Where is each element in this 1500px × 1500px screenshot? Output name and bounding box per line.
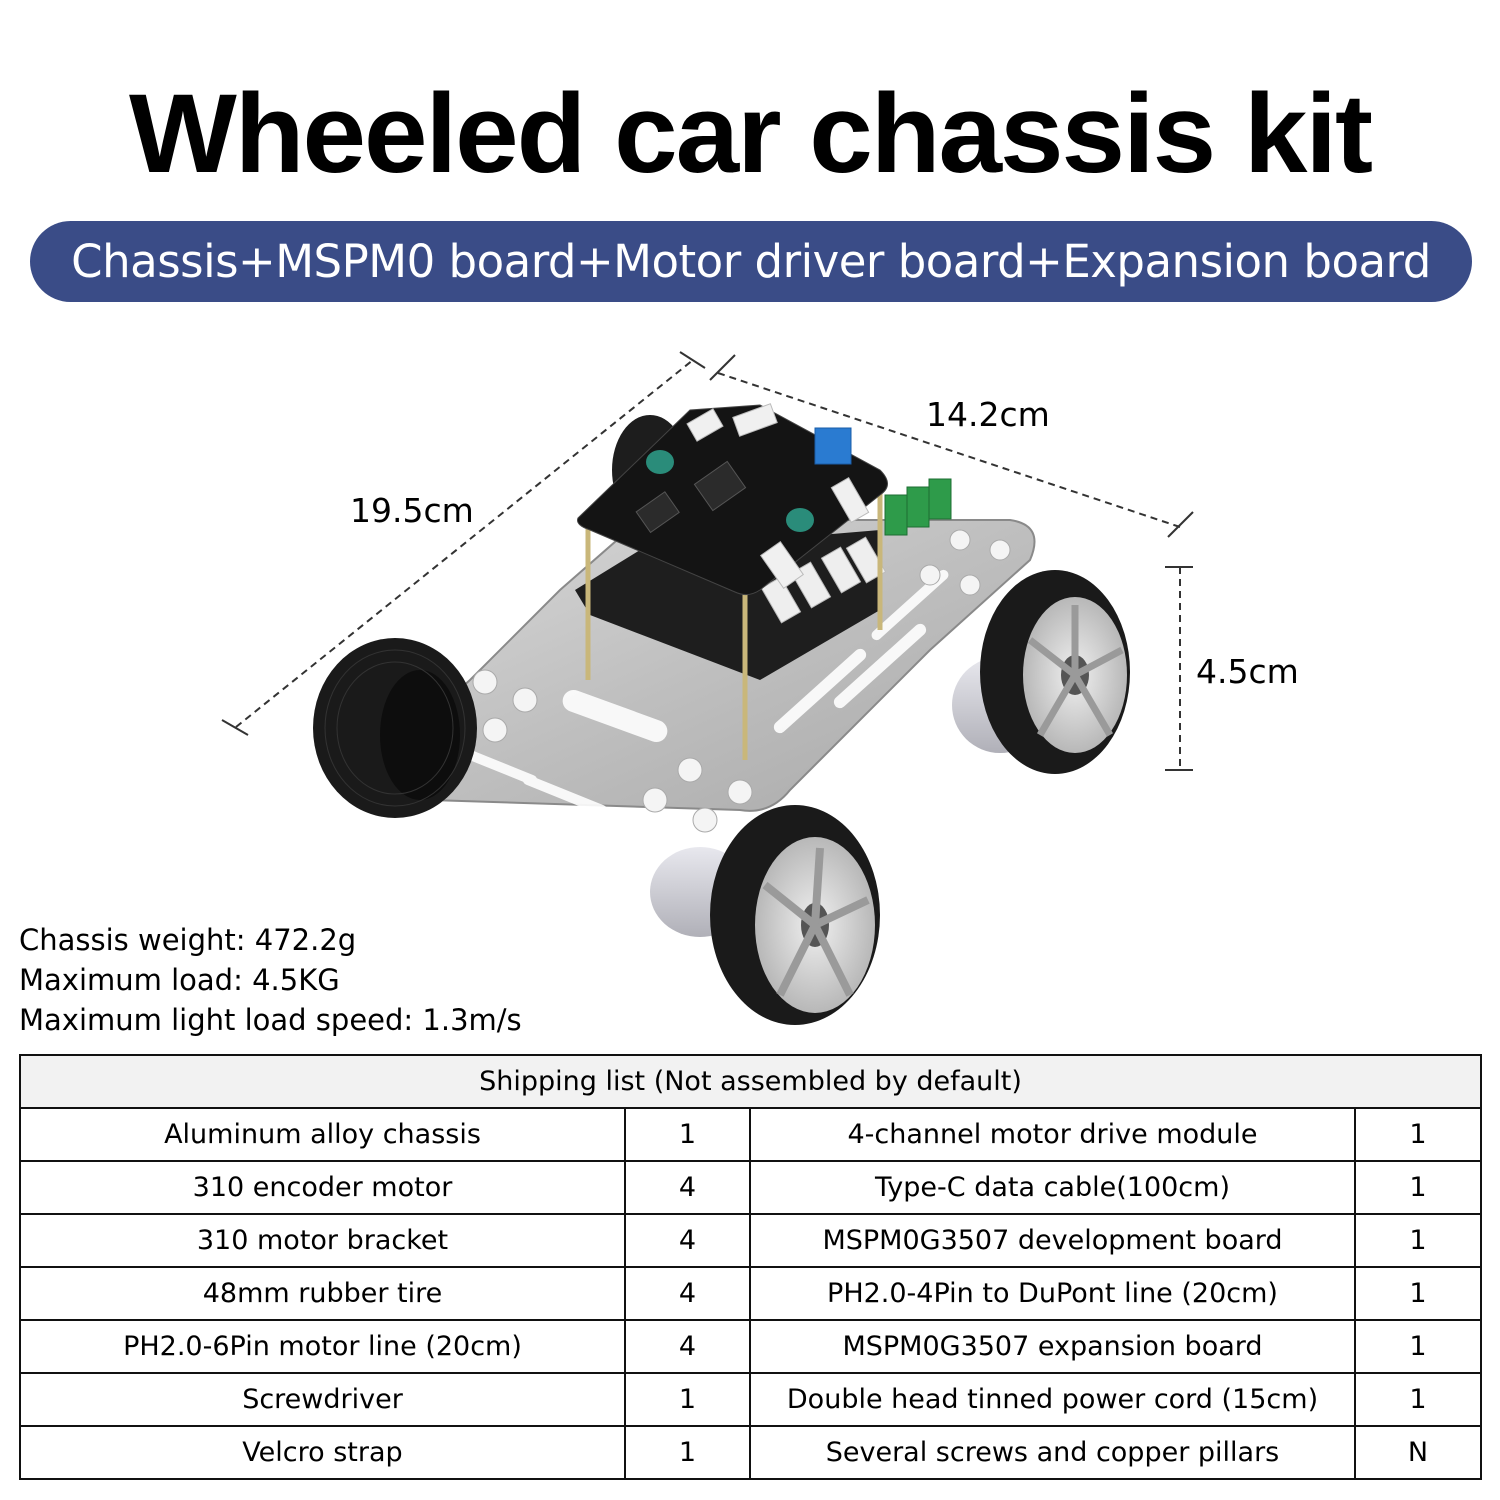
item-name: Double head tinned power cord (15cm)	[749, 1372, 1356, 1427]
item-name: Aluminum alloy chassis	[19, 1107, 626, 1162]
product-image	[200, 340, 1340, 1040]
wheel-rear-right	[952, 570, 1130, 774]
item-name: Screwdriver	[19, 1372, 626, 1427]
dimension-width-label: 14.2cm	[926, 395, 1050, 434]
item-name: Several screws and copper pillars	[749, 1425, 1356, 1480]
item-name: 310 motor bracket	[19, 1213, 626, 1268]
item-qty: 1	[624, 1372, 751, 1427]
item-qty: N	[1353, 1425, 1483, 1480]
item-qty: 1	[1353, 1213, 1483, 1268]
item-name: 4-channel motor drive module	[749, 1107, 1356, 1162]
dimension-length-label: 19.5cm	[350, 491, 474, 530]
item-name: Type-C data cable(100cm)	[749, 1160, 1356, 1215]
spec-chassis-weight: Chassis weight: 472.2g	[19, 923, 357, 957]
shipping-list-title: Shipping list (Not assembled by default)	[18, 1054, 1483, 1109]
table-row: 310 encoder motor 4 Type-C data cable(10…	[19, 1160, 1483, 1215]
dimension-lines	[235, 359, 1184, 770]
table-row: 48mm rubber tire 4 PH2.0-4Pin to DuPont …	[19, 1266, 1483, 1321]
spec-max-speed: Maximum light load speed: 1.3m/s	[19, 1003, 522, 1037]
item-name: PH2.0-6Pin motor line (20cm)	[19, 1319, 626, 1374]
item-qty: 1	[624, 1107, 751, 1162]
item-qty: 1	[1353, 1160, 1483, 1215]
table-row: Screwdriver 1 Double head tinned power c…	[19, 1372, 1483, 1427]
wheel-front-right	[650, 805, 880, 1025]
item-qty: 4	[624, 1266, 751, 1321]
table-row: 310 motor bracket 4 MSPM0G3507 developme…	[19, 1213, 1483, 1268]
subtitle-banner: Chassis+MSPM0 board+Motor driver board+E…	[30, 221, 1472, 302]
item-qty: 1	[1353, 1372, 1483, 1427]
item-qty: 1	[1353, 1319, 1483, 1374]
table-row: Aluminum alloy chassis 1 4-channel motor…	[19, 1107, 1483, 1162]
spec-list: Chassis weight: 472.2g Maximum load: 4.5…	[19, 920, 522, 1040]
item-qty: 4	[624, 1319, 751, 1374]
table-row: Velcro strap 1 Several screws and copper…	[19, 1425, 1483, 1480]
item-name: MSPM0G3507 expansion board	[749, 1319, 1356, 1374]
item-name: MSPM0G3507 development board	[749, 1213, 1356, 1268]
item-name: PH2.0-4Pin to DuPont line (20cm)	[749, 1266, 1356, 1321]
item-qty: 1	[1353, 1266, 1483, 1321]
page-title: Wheeled car chassis kit	[128, 71, 1373, 196]
wheel-front-left	[313, 638, 477, 818]
item-qty: 4	[624, 1213, 751, 1268]
item-qty: 4	[624, 1160, 751, 1215]
spec-maximum-load: Maximum load: 4.5KG	[19, 963, 340, 997]
shipping-list-table: Shipping list (Not assembled by default)…	[18, 1054, 1483, 1480]
item-name: Velcro strap	[19, 1425, 626, 1480]
item-name: 310 encoder motor	[19, 1160, 626, 1215]
item-name: 48mm rubber tire	[19, 1266, 626, 1321]
table-row: PH2.0-6Pin motor line (20cm) 4 MSPM0G350…	[19, 1319, 1483, 1374]
subtitle-text: Chassis+MSPM0 board+Motor driver board+E…	[71, 235, 1431, 288]
dimension-height-label: 4.5cm	[1196, 652, 1299, 691]
item-qty: 1	[624, 1425, 751, 1480]
item-qty: 1	[1353, 1107, 1483, 1162]
table-header-row: Shipping list (Not assembled by default)	[18, 1054, 1483, 1109]
